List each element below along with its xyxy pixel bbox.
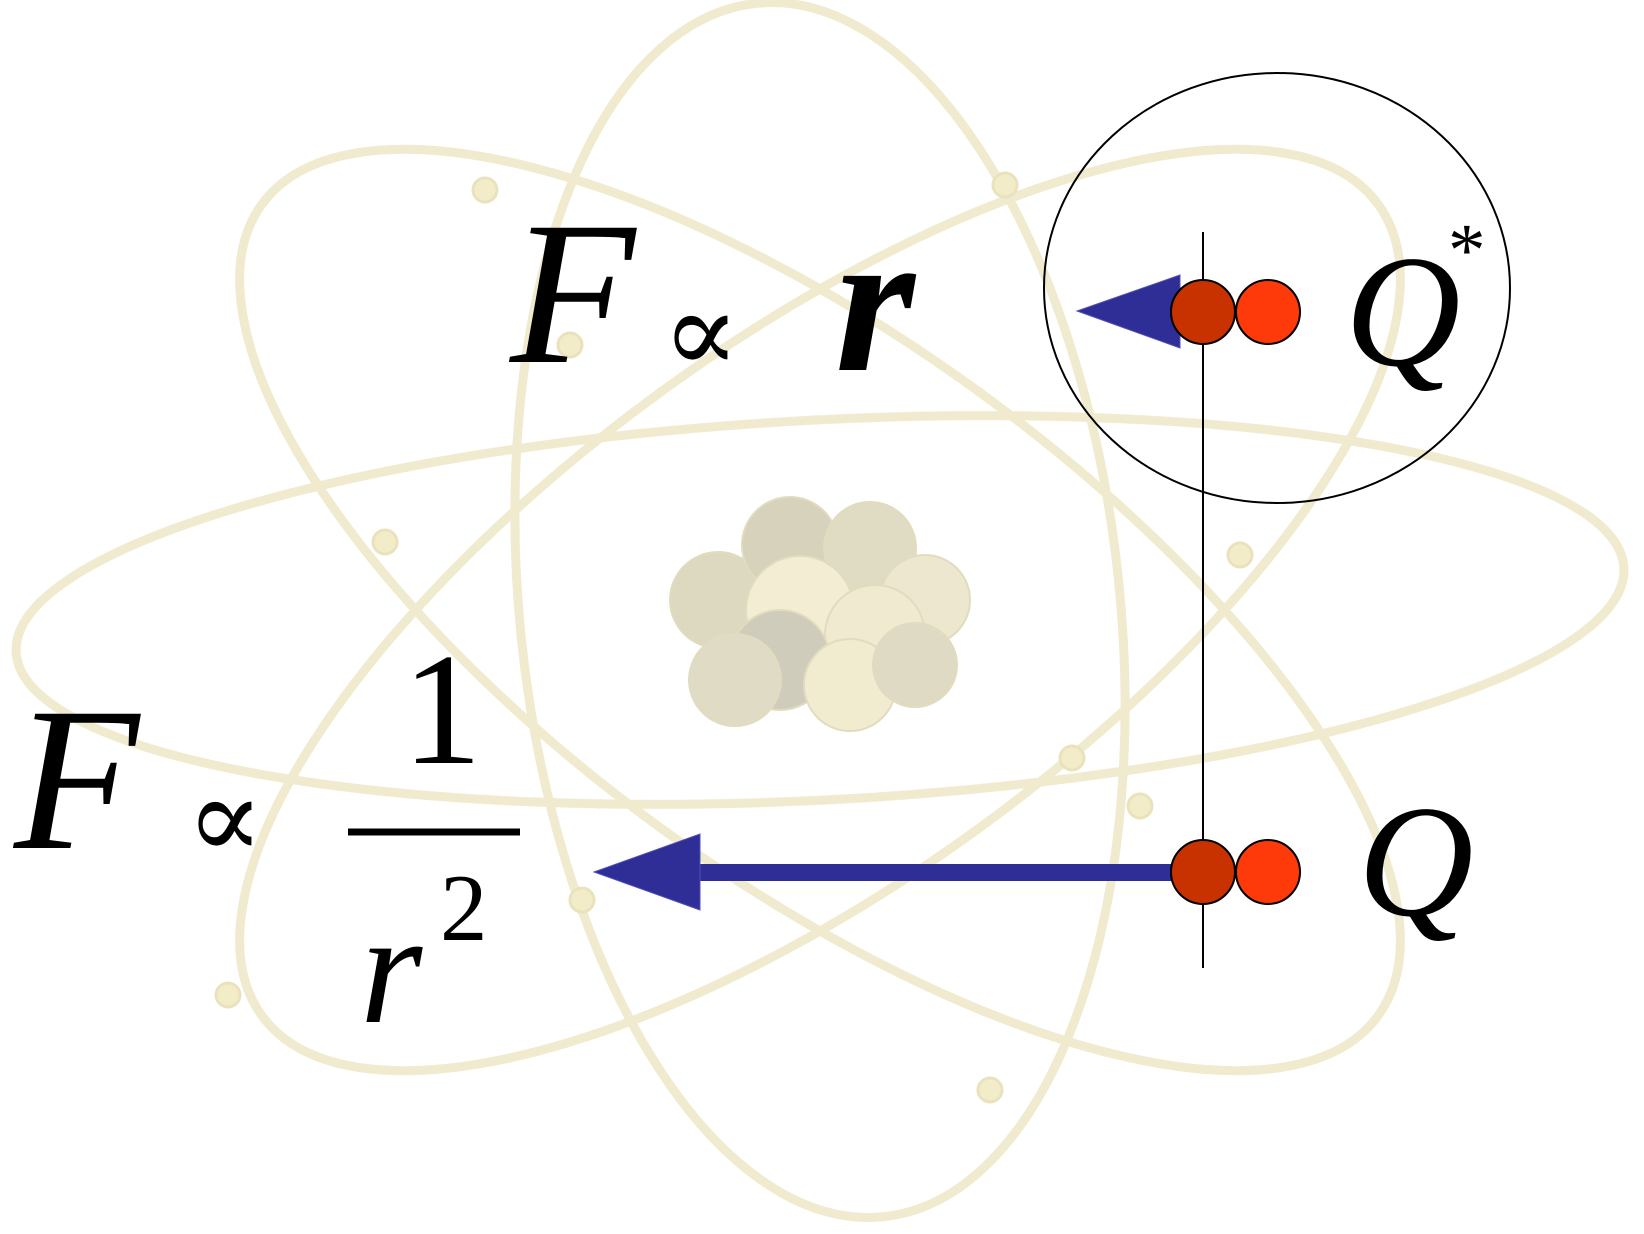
formula-linear: F ∝ r [508,180,917,415]
force-arrow-icon [1075,274,1181,349]
particle-pair-icon [1170,279,1301,345]
fraction-denominator-exponent: 2 [440,855,488,961]
charge-symbol: Q [1345,222,1461,400]
force-symbol: F [12,666,141,893]
particle-pair-icon [1170,839,1301,905]
proportional-symbol: ∝ [662,270,740,397]
charge-label-lower: Q [1358,772,1474,950]
charge-label-upper: Q * [1345,209,1486,400]
charge-superscript: * [1448,209,1486,292]
highlight-circle [1043,72,1511,504]
charge-symbol: Q [1358,772,1474,950]
force-arrow-icon [592,833,1175,911]
fraction-denominator-base: r [360,879,423,1057]
force-symbol: F [508,180,637,407]
fraction-numerator: 1 [402,620,482,798]
distance-variable: r [835,188,917,415]
proportional-symbol: ∝ [186,756,264,883]
formula-inverse-square: F ∝ 1 r 2 [12,620,520,1057]
atom-icon [11,0,1629,1222]
